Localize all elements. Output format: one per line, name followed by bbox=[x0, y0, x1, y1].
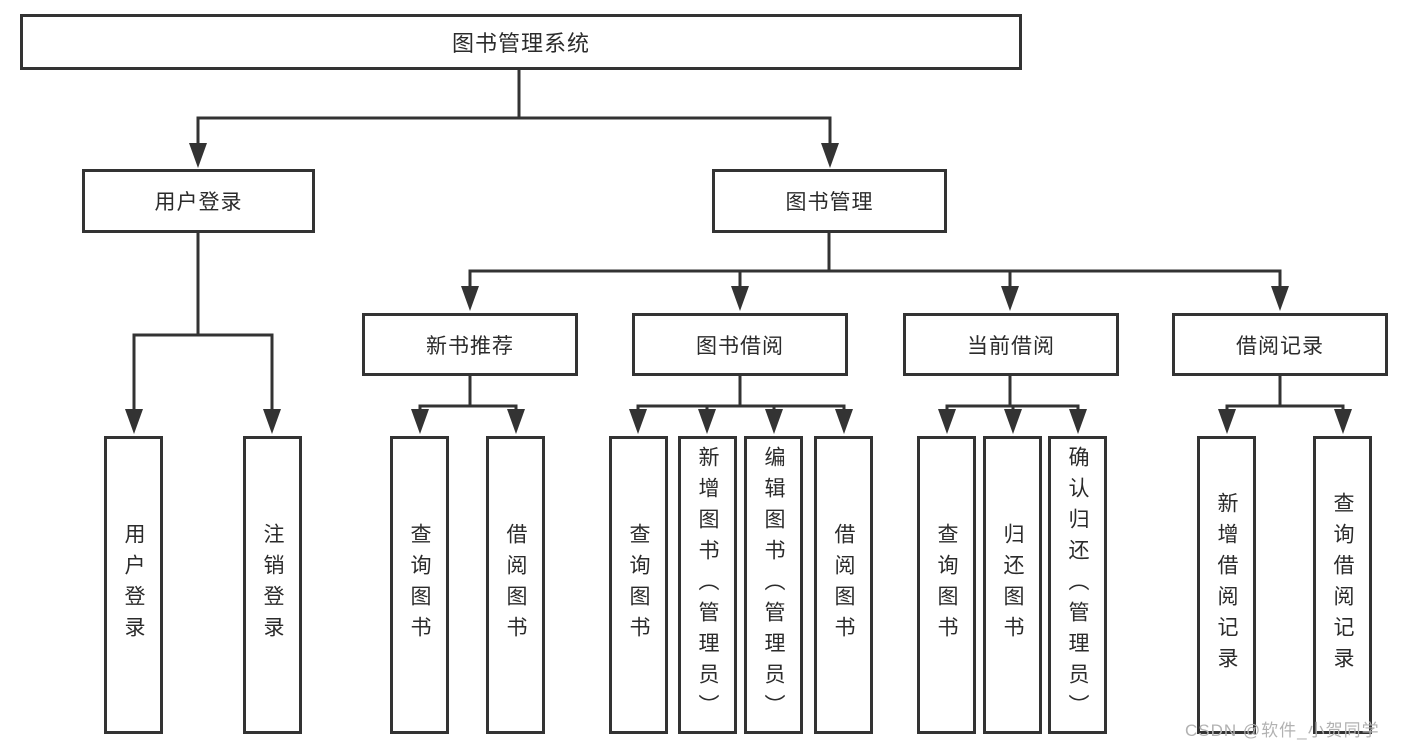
arrowhead bbox=[698, 409, 716, 434]
arrowhead bbox=[835, 409, 853, 434]
leaf-label: 注销登录 bbox=[261, 523, 284, 647]
leaf-label: 归还图书 bbox=[1001, 523, 1024, 647]
leaf-current-return-book: 归还图书 bbox=[983, 436, 1042, 734]
arrowhead bbox=[1001, 286, 1019, 311]
leaf-borrow-add-book-admin: 新增图书（管理员） bbox=[678, 436, 737, 734]
arrowhead bbox=[1218, 409, 1236, 434]
connector-userlogin-branch bbox=[132, 231, 274, 412]
arrowheads bbox=[125, 143, 1352, 434]
node-label: 当前借阅 bbox=[967, 334, 1055, 358]
node-current-borrow: 当前借阅 bbox=[903, 313, 1119, 376]
leaf-current-query-book: 查询图书 bbox=[917, 436, 976, 734]
leaf-label: 编辑图书（管理员） bbox=[762, 445, 785, 725]
leaf-borrow-borrow-book: 借阅图书 bbox=[814, 436, 873, 734]
leaf-label: 借阅图书 bbox=[504, 523, 527, 647]
arrowhead bbox=[1004, 409, 1022, 434]
connector-borrow-branch bbox=[636, 374, 846, 414]
leaf-label: 查询图书 bbox=[627, 523, 650, 647]
node-book-management: 图书管理 bbox=[712, 169, 947, 233]
node-book-borrow: 图书借阅 bbox=[632, 313, 848, 376]
leaf-borrow-query-book: 查询图书 bbox=[609, 436, 668, 734]
arrowhead bbox=[765, 409, 783, 434]
node-borrow-record: 借阅记录 bbox=[1172, 313, 1388, 376]
leaf-label: 新增借阅记录 bbox=[1215, 492, 1238, 678]
arrowhead bbox=[1334, 409, 1352, 434]
arrowhead bbox=[411, 409, 429, 434]
arrowhead bbox=[461, 286, 479, 311]
arrowhead bbox=[1069, 409, 1087, 434]
leaf-label: 用户登录 bbox=[122, 523, 145, 647]
leaf-recommend-query-book: 查询图书 bbox=[390, 436, 449, 734]
node-label: 用户登录 bbox=[154, 191, 243, 214]
node-label: 图书管理 bbox=[785, 191, 874, 214]
leaf-record-query-record: 查询借阅记录 bbox=[1313, 436, 1372, 734]
leaf-label: 查询图书 bbox=[408, 523, 431, 647]
connector-root-branch bbox=[196, 68, 832, 148]
leaf-label: 查询借阅记录 bbox=[1331, 492, 1354, 678]
node-label: 借阅记录 bbox=[1236, 334, 1324, 358]
arrowhead bbox=[189, 143, 207, 168]
arrowhead bbox=[125, 409, 143, 434]
leaf-label: 确认归还（管理员） bbox=[1066, 445, 1089, 725]
arrowhead bbox=[1271, 286, 1289, 311]
arrowhead bbox=[263, 409, 281, 434]
connector-current-branch bbox=[945, 374, 1080, 414]
leaf-label: 查询图书 bbox=[935, 523, 958, 647]
leaf-current-confirm-return-admin: 确认归还（管理员） bbox=[1048, 436, 1107, 734]
node-label: 图书借阅 bbox=[696, 334, 784, 358]
leaf-label: 借阅图书 bbox=[832, 523, 855, 647]
arrowhead bbox=[731, 286, 749, 311]
leaf-record-add-record: 新增借阅记录 bbox=[1197, 436, 1256, 734]
leaf-logout-login: 注销登录 bbox=[243, 436, 302, 734]
arrowhead bbox=[938, 409, 956, 434]
node-library-management-system: 图书管理系统 bbox=[20, 14, 1022, 70]
watermark: CSDN @软件_小贺同学 bbox=[1185, 721, 1380, 740]
connector-strokes bbox=[132, 68, 1345, 414]
arrowhead bbox=[821, 143, 839, 168]
leaf-borrow-edit-book-admin: 编辑图书（管理员） bbox=[744, 436, 803, 734]
node-label: 新书推荐 bbox=[426, 334, 514, 358]
arrowhead bbox=[629, 409, 647, 434]
leaf-recommend-borrow-book: 借阅图书 bbox=[486, 436, 545, 734]
connector-bookmgmt-branch bbox=[468, 231, 1282, 289]
connector-record-branch bbox=[1225, 374, 1345, 414]
leaf-user-login: 用户登录 bbox=[104, 436, 163, 734]
node-new-book-recommend: 新书推荐 bbox=[362, 313, 578, 376]
node-user-login: 用户登录 bbox=[82, 169, 315, 233]
leaf-label: 新增图书（管理员） bbox=[696, 445, 719, 725]
node-label: 图书管理系统 bbox=[451, 31, 590, 56]
arrowhead bbox=[507, 409, 525, 434]
connector-newbook-branch bbox=[418, 374, 518, 414]
